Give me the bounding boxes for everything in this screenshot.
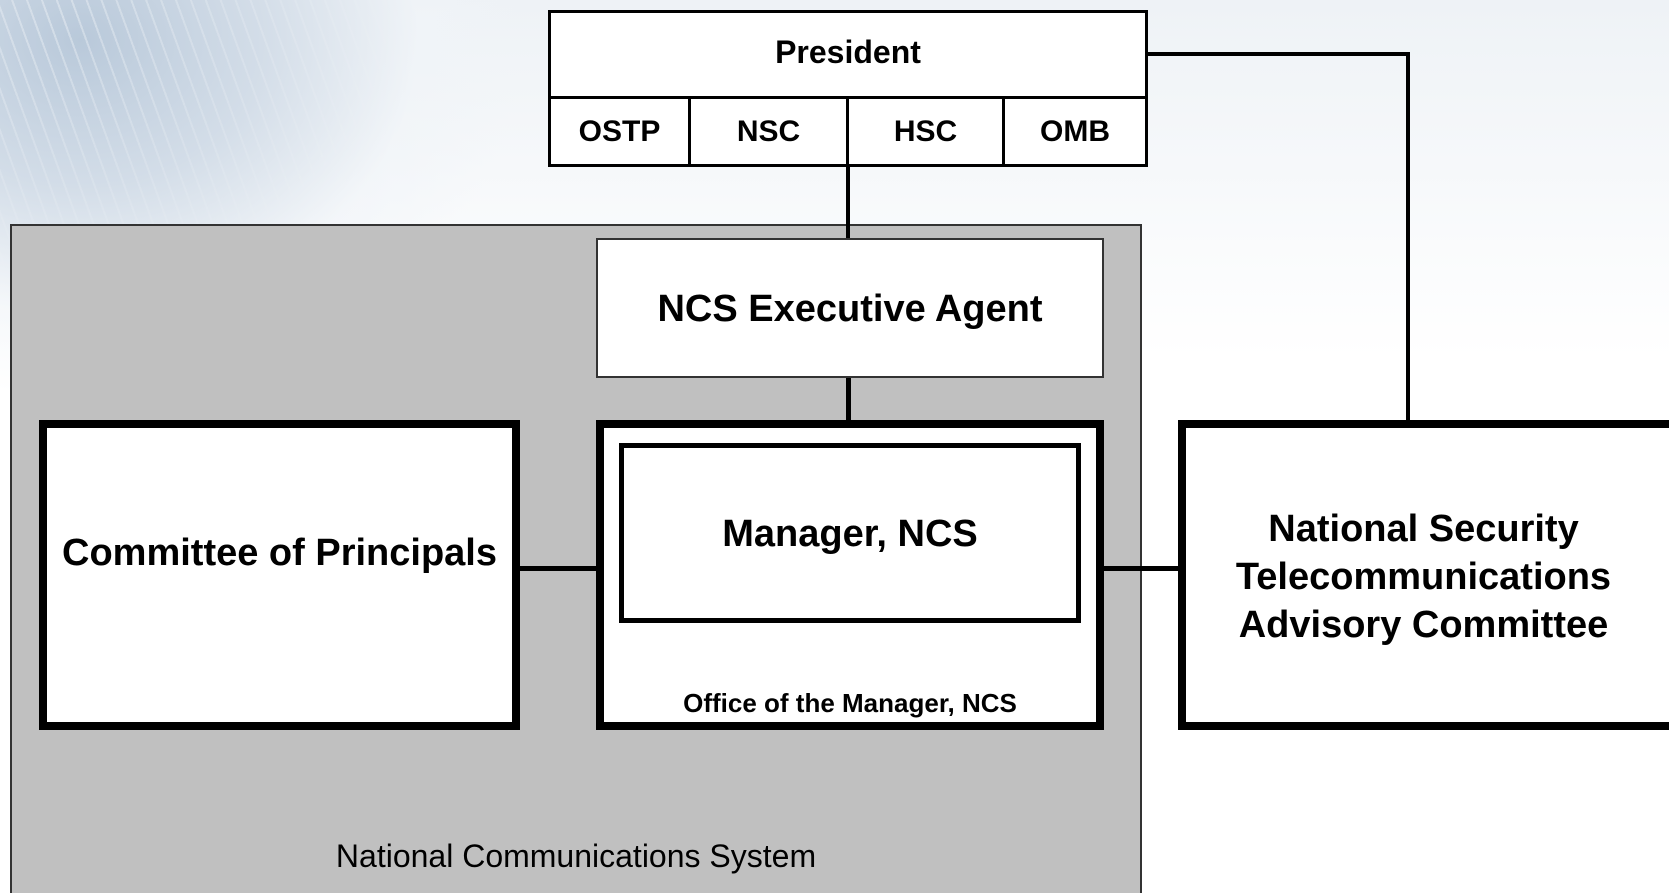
ncs-system-label: National Communications System — [335, 838, 817, 874]
connector-exec-to-manager — [846, 378, 851, 420]
committee-of-principals-label: Committee of Principals — [62, 532, 497, 574]
office-divider — [846, 99, 849, 164]
office-divider — [1002, 99, 1005, 164]
president-label: President — [775, 34, 921, 70]
connector-president-to-exec — [846, 164, 850, 238]
manager-box — [619, 443, 1081, 623]
office-of-manager-label: Office of the Manager, NCS — [683, 688, 1017, 718]
office-divider — [688, 99, 691, 164]
executive-agent-box — [596, 238, 1104, 378]
committee-of-principals-box — [39, 420, 520, 730]
nstac-label: National Security Telecommunications Adv… — [1235, 508, 1612, 646]
connector-committee-to-manager — [520, 566, 596, 571]
office-nsc: NSC — [736, 114, 801, 148]
connector-right-down — [1406, 52, 1410, 420]
connector-manager-to-nstac — [1104, 566, 1178, 571]
office-ostp: OSTP — [578, 114, 661, 148]
executive-agent-label: NCS Executive Agent — [657, 288, 1043, 330]
nstac-box — [1178, 420, 1669, 730]
president-divider — [548, 96, 1148, 99]
office-hsc: HSC — [893, 114, 958, 148]
manager-label: Manager, NCS — [722, 513, 978, 555]
connector-president-right — [1148, 52, 1410, 56]
office-omb: OMB — [1040, 114, 1110, 148]
